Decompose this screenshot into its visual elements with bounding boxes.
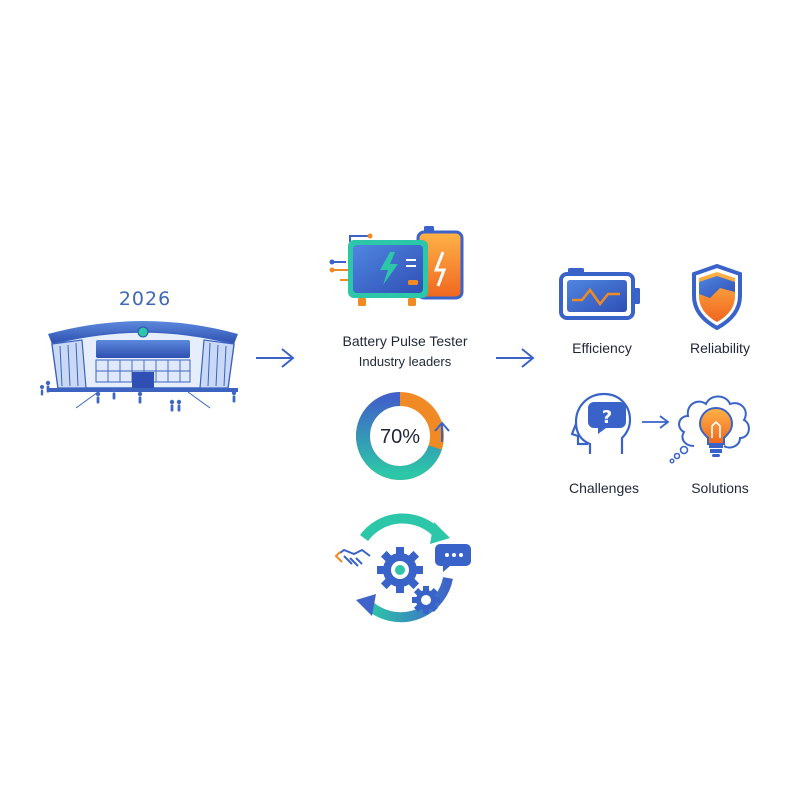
convention-center-icon [40, 321, 238, 412]
flow-arrow-1 [256, 348, 295, 368]
benefit-solutions: Solutions [691, 480, 749, 496]
benefit-reliability: Reliability [690, 340, 750, 356]
collaboration-cycle-icon [334, 513, 471, 623]
flow-arrow-2 [496, 348, 535, 368]
shield-icon [692, 264, 742, 330]
benefit-efficiency: Efficiency [572, 340, 632, 356]
venue-year: 2026 [118, 288, 172, 310]
flow-arrow-3 [642, 415, 670, 429]
battery-tester-icon [329, 226, 464, 306]
market-share-donut [356, 392, 444, 480]
svg-text:?: ? [602, 407, 612, 428]
donut-value-arc [356, 392, 444, 480]
benefit-challenges: Challenges [568, 480, 640, 496]
battery-icon [559, 268, 640, 320]
product-subtitle: Industry leaders [358, 354, 452, 369]
market-share-label: 70% [379, 426, 421, 448]
question-head-icon: ? [570, 392, 632, 454]
product-title: Battery Pulse Tester [342, 333, 468, 349]
lightbulb-idea-icon [669, 395, 750, 464]
up-arrow-icon [434, 421, 450, 442]
